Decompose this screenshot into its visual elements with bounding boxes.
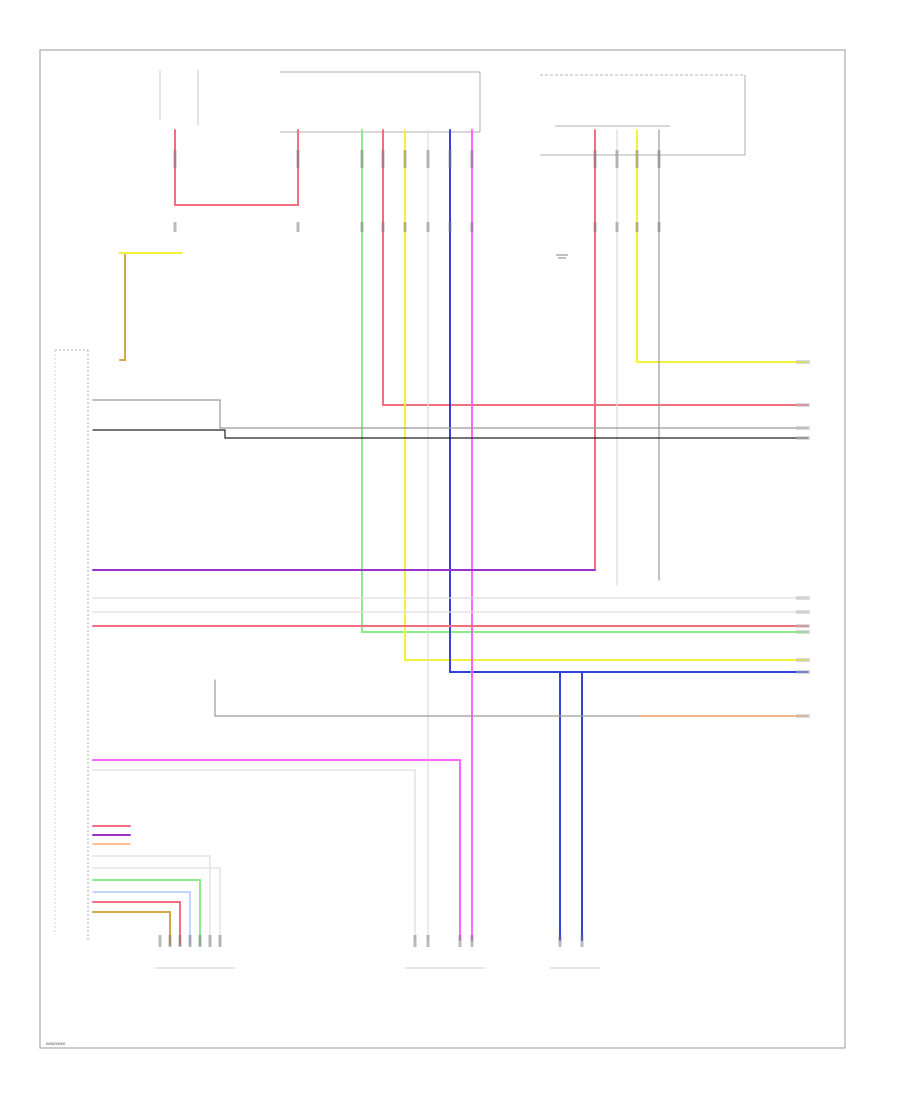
connector-pin	[426, 150, 430, 168]
wire-w-tan-left	[119, 252, 126, 361]
connectors	[158, 150, 810, 947]
ecu-block-top	[280, 71, 481, 133]
wire-w-magenta-row	[92, 759, 461, 941]
fuse-box-left	[159, 70, 199, 125]
connector-pin	[296, 150, 300, 168]
connector-pin	[593, 150, 597, 168]
connector-pin	[178, 935, 182, 947]
terminal-tab	[796, 436, 810, 440]
wire-w-bot-pink	[92, 901, 181, 946]
connector-pin	[615, 222, 619, 232]
connector-pin	[580, 935, 584, 947]
wire-w-green-main	[361, 129, 809, 633]
connector-pin	[593, 222, 597, 232]
figure-id: W0000000	[46, 1041, 66, 1046]
connector-pin	[188, 935, 192, 947]
terminal-tab	[796, 403, 810, 407]
terminal-tab	[796, 610, 810, 614]
connector-pin	[360, 222, 364, 232]
connector-pin	[208, 935, 212, 947]
connector-pin	[470, 222, 474, 232]
wire-w-bot-tan	[92, 911, 171, 946]
connector-pin	[448, 150, 452, 168]
connector-pin	[296, 222, 300, 232]
wire-w-gray-sensor	[214, 679, 809, 717]
terminal-tab	[796, 658, 810, 662]
relay-block-top-right	[540, 74, 746, 156]
connector-pin	[426, 222, 430, 232]
connector-pin	[198, 935, 202, 947]
wire-w-bot-green	[92, 879, 201, 946]
connector-pin	[168, 935, 172, 947]
connector-pin	[657, 222, 661, 232]
wire-w-ret-yellow	[636, 129, 809, 363]
connector-pin	[173, 222, 177, 232]
terminal-tab	[796, 426, 810, 430]
wire-w-red-top	[174, 129, 299, 206]
connector-pin	[413, 935, 417, 947]
connector-pin	[635, 150, 639, 168]
connector-pin	[635, 222, 639, 232]
wire-w-gray-row1	[92, 399, 809, 429]
connector-pin	[403, 150, 407, 168]
wire-w-blue-main	[449, 129, 809, 673]
terminal-tab	[796, 630, 810, 634]
connector-pin	[448, 222, 452, 232]
terminal-tab	[796, 670, 810, 674]
wire-w-bot-white1	[92, 855, 211, 946]
wire-w-bot-blue	[92, 891, 191, 946]
connector-pin	[558, 935, 562, 947]
connector-pin	[158, 935, 162, 947]
connector-pin	[360, 150, 364, 168]
terminal-tab	[796, 624, 810, 628]
wire-w-black-row	[92, 429, 809, 439]
connector-pin	[470, 150, 474, 168]
wire-w-bot-white2	[92, 867, 221, 946]
wire-w-white-row3	[92, 769, 416, 941]
connector-pin	[381, 222, 385, 232]
terminal-tab	[796, 596, 810, 600]
wire-w-pink-main	[382, 129, 809, 406]
terminal-tab	[796, 714, 810, 718]
connector-pin	[403, 222, 407, 232]
connector-pin	[173, 150, 177, 168]
terminal-tab	[796, 360, 810, 364]
wire-w-yellow-main	[404, 129, 809, 661]
wires	[92, 129, 809, 946]
connector-pin	[381, 150, 385, 168]
connector-pin	[218, 935, 222, 947]
ground-symbol	[556, 254, 568, 259]
connector-pin	[657, 150, 661, 168]
connector-pin	[470, 935, 474, 947]
connector-pin	[458, 935, 462, 947]
connector-pin	[615, 150, 619, 168]
connector-pin	[426, 935, 430, 947]
diagram-frame	[39, 49, 846, 1049]
